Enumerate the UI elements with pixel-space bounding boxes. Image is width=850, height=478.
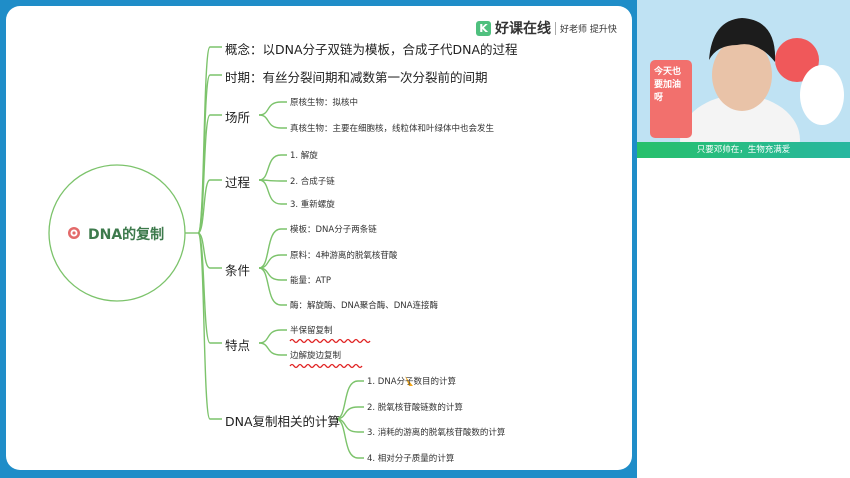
connector-line bbox=[197, 114, 222, 234]
child-node: 原料：4种游离的脱氧核苷酸 bbox=[290, 251, 398, 261]
connector-line bbox=[258, 267, 287, 306]
connector-line bbox=[289, 363, 363, 369]
brand-name: 好课在线 bbox=[495, 21, 551, 37]
child-node: 真核生物：主要在细胞核，线粒体和叶绿体中也会发生 bbox=[290, 124, 495, 134]
connector-line bbox=[258, 342, 287, 356]
side-panel bbox=[637, 158, 850, 478]
brand-slogan: 好老师 提升快 bbox=[555, 21, 617, 35]
branch-node: 过程 bbox=[225, 175, 251, 190]
child-node: 3. 重新螺旋 bbox=[290, 200, 335, 210]
connector-line bbox=[258, 254, 287, 269]
branch-node: 特点 bbox=[225, 338, 251, 353]
child-node: 1. 解旋 bbox=[290, 151, 318, 161]
connector-line bbox=[258, 329, 287, 344]
slide: K 好课在线 好老师 提升快 DNA的复制 概念：以DNA分子双链为模板，合成子代… bbox=[6, 6, 632, 470]
child-node: 模板：DNA分子两条链 bbox=[290, 225, 377, 235]
connector-line bbox=[258, 154, 287, 181]
brand-logo: K 好课在线 好老师 提升快 bbox=[476, 18, 617, 38]
mindmap-connectors bbox=[48, 46, 413, 459]
child-node: 2. 脱氧核苷酸链数的计算 bbox=[367, 403, 463, 413]
pointer-cursor-icon bbox=[405, 376, 413, 391]
branch-node: 场所 bbox=[225, 110, 251, 125]
connector-line bbox=[258, 114, 287, 129]
child-node: 能量：ATP bbox=[290, 276, 331, 286]
connector-line bbox=[289, 338, 371, 344]
branch-node: 概念：以DNA分子双链为模板，合成子代DNA的过程 bbox=[225, 42, 518, 57]
logo-icon: K bbox=[476, 20, 491, 36]
child-node: 半保留复制 bbox=[290, 326, 333, 336]
connector-line bbox=[197, 232, 222, 420]
connector-line bbox=[197, 232, 222, 269]
child-node: 2. 合成子链 bbox=[290, 177, 335, 187]
child-node: 3. 消耗的游离的脱氧核苷酸数的计算 bbox=[367, 428, 506, 438]
video-caption: 只要邓帅在，生物充满爱 bbox=[637, 142, 850, 158]
branch-node: 时期：有丝分裂间期和减数第一次分裂前的间期 bbox=[225, 70, 488, 85]
child-node: 酶：解旋酶、DNA聚合酶、DNA连接酶 bbox=[290, 301, 438, 311]
child-node: 边解旋边复制 bbox=[290, 351, 342, 361]
branch-node: DNA复制相关的计算 bbox=[225, 414, 341, 429]
center-node-title: DNA的复制 bbox=[88, 227, 165, 243]
connector-line bbox=[335, 418, 364, 459]
connector-line bbox=[258, 101, 287, 116]
child-node: 4. 相对分子质量的计算 bbox=[367, 454, 455, 464]
child-node: 1. DNA分子数目的计算 bbox=[367, 377, 457, 387]
target-icon bbox=[68, 227, 80, 239]
connector-line bbox=[335, 406, 364, 420]
connector-line bbox=[258, 179, 287, 205]
branch-node: 条件 bbox=[225, 263, 251, 278]
connector-line bbox=[335, 380, 364, 420]
connector-line bbox=[258, 228, 287, 269]
connector-line bbox=[197, 179, 222, 234]
child-node: 原核生物：拟核中 bbox=[290, 98, 359, 108]
video-banner: 今天也要加油呀 bbox=[650, 60, 692, 138]
